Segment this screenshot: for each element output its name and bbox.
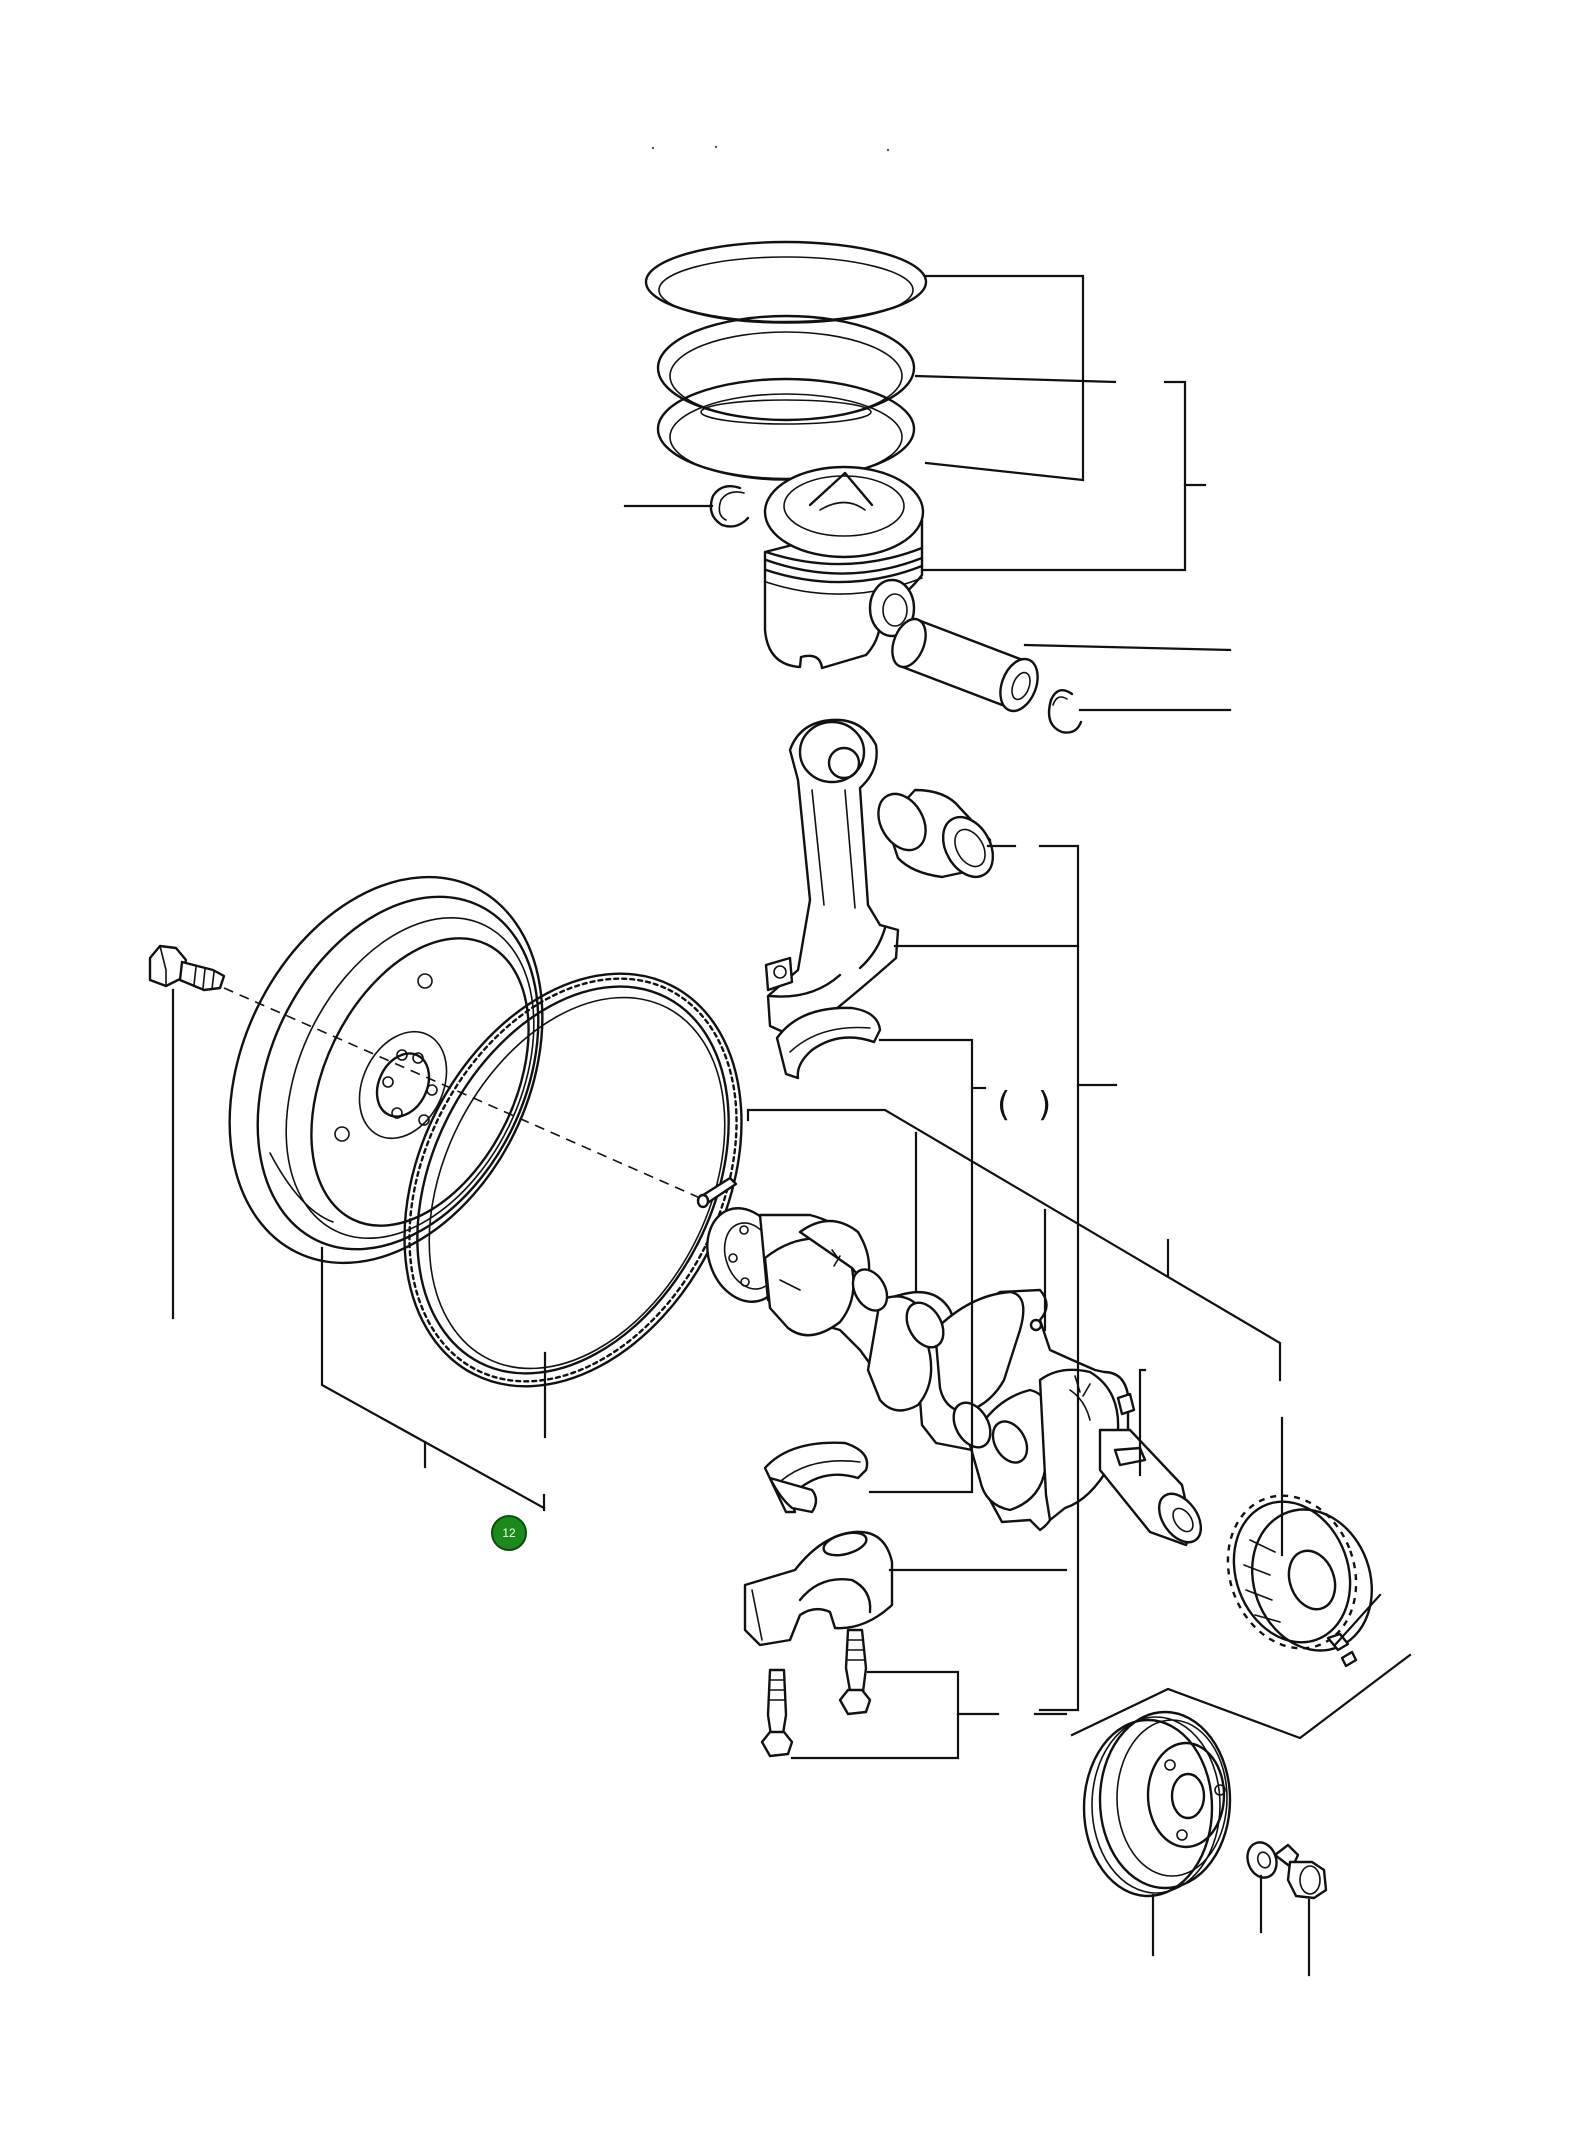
main-bearing-cap-bolt-short[interactable] <box>760 1668 794 1758</box>
piston-pin-circlip-left[interactable] <box>709 485 750 528</box>
crankshaft-gear[interactable] <box>1207 1477 1391 1667</box>
callout-badge[interactable]: 12 <box>491 1515 527 1551</box>
piston-ring-oil[interactable] <box>656 377 916 481</box>
connecting-rod-bearing-upper[interactable] <box>775 1006 882 1080</box>
crankshaft[interactable] <box>695 1198 1210 1550</box>
pulley-bolt[interactable] <box>1273 1843 1328 1900</box>
crankshaft-oil-plug[interactable] <box>1029 1318 1043 1332</box>
small-end-bushing[interactable] <box>869 786 1003 886</box>
alignment-lines <box>223 987 701 1199</box>
flywheel-bolt[interactable] <box>148 944 226 992</box>
scan-specks <box>651 145 890 152</box>
main-bearing-cap[interactable] <box>743 1529 894 1647</box>
piston-ring-top[interactable] <box>644 240 928 324</box>
main-bearing-upper[interactable] <box>763 1441 869 1514</box>
bracket-open-glyph: ( <box>997 1085 1010 1125</box>
flywheel[interactable] <box>168 825 603 1315</box>
piston-pin[interactable] <box>886 614 1045 716</box>
bracket-close-glyph: ) <box>1038 1085 1051 1125</box>
crankshaft-gear-bolt[interactable] <box>1340 1650 1358 1668</box>
leader-lines: ( ) <box>171 274 1412 1977</box>
piston[interactable] <box>763 465 925 670</box>
connecting-rod[interactable] <box>764 718 900 1037</box>
main-bearing-cap-bolt-long[interactable] <box>838 1628 872 1716</box>
callout-number: 12 <box>502 1526 516 1540</box>
piston-pin-circlip-right[interactable] <box>1047 688 1083 734</box>
crankshaft-pulley[interactable] <box>1082 1710 1232 1898</box>
piston-ring-second[interactable] <box>656 314 916 422</box>
flywheel-dowel-pin[interactable] <box>696 1176 738 1209</box>
